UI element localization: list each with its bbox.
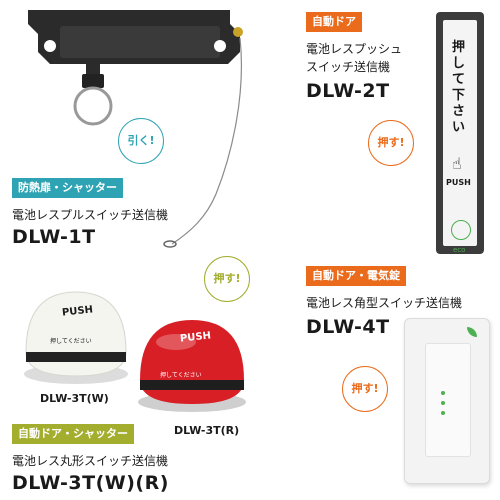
- model-1t: DLW-1T: [12, 226, 96, 248]
- white-cap-sub: 押してください: [50, 338, 92, 345]
- desc-1t: 電池レスプルスイッチ送信機: [12, 208, 169, 222]
- pull-switch-image: [20, 4, 260, 254]
- square-switch-image: [404, 318, 490, 484]
- leaf-icon: [467, 327, 477, 337]
- push-bubble-3t: 押す!: [204, 256, 250, 302]
- push-bubble-2t: 押す!: [368, 120, 414, 166]
- label-3t-r: DLW-3T(R): [174, 424, 240, 437]
- label-3t-w: DLW-3T(W): [40, 392, 109, 405]
- led-indicator-icon: [441, 391, 445, 395]
- push-plate-image: 押して下さい ☝ PUSH eco: [436, 12, 484, 254]
- model-4t: DLW-4T: [306, 316, 390, 338]
- plate-push-text: PUSH: [446, 178, 471, 187]
- pull-bubble: 引く!: [118, 118, 164, 164]
- eco-icon: [451, 220, 471, 240]
- tag-1t: 防熱扉・シャッター: [12, 178, 123, 198]
- hand-pointer-icon: ☝: [452, 154, 462, 173]
- desc-4t: 電池レス角型スイッチ送信機: [306, 296, 463, 310]
- red-cap-sub: 押してください: [160, 372, 202, 379]
- model-2t: DLW-2T: [306, 80, 390, 102]
- white-round-button-image: PUSH 押してください: [20, 286, 132, 386]
- plate-text: 押して下さい: [452, 40, 466, 135]
- desc-2t-line2: スイッチ送信機: [306, 60, 391, 74]
- desc-2t-line1: 電池レスプッシュ: [306, 42, 403, 56]
- push-bubble-4t: 押す!: [342, 366, 388, 412]
- desc-3t: 電池レス丸形スイッチ送信機: [12, 454, 169, 468]
- plate-eco-text: eco: [453, 246, 466, 254]
- model-3t: DLW-3T(W)(R): [12, 472, 169, 494]
- tag-4t: 自動ドア・電気錠: [306, 266, 406, 286]
- red-round-button-image: PUSH 押してください: [134, 314, 250, 414]
- tag-3t: 自動ドア・シャッター: [12, 424, 134, 444]
- tag-2t: 自動ドア: [306, 12, 362, 32]
